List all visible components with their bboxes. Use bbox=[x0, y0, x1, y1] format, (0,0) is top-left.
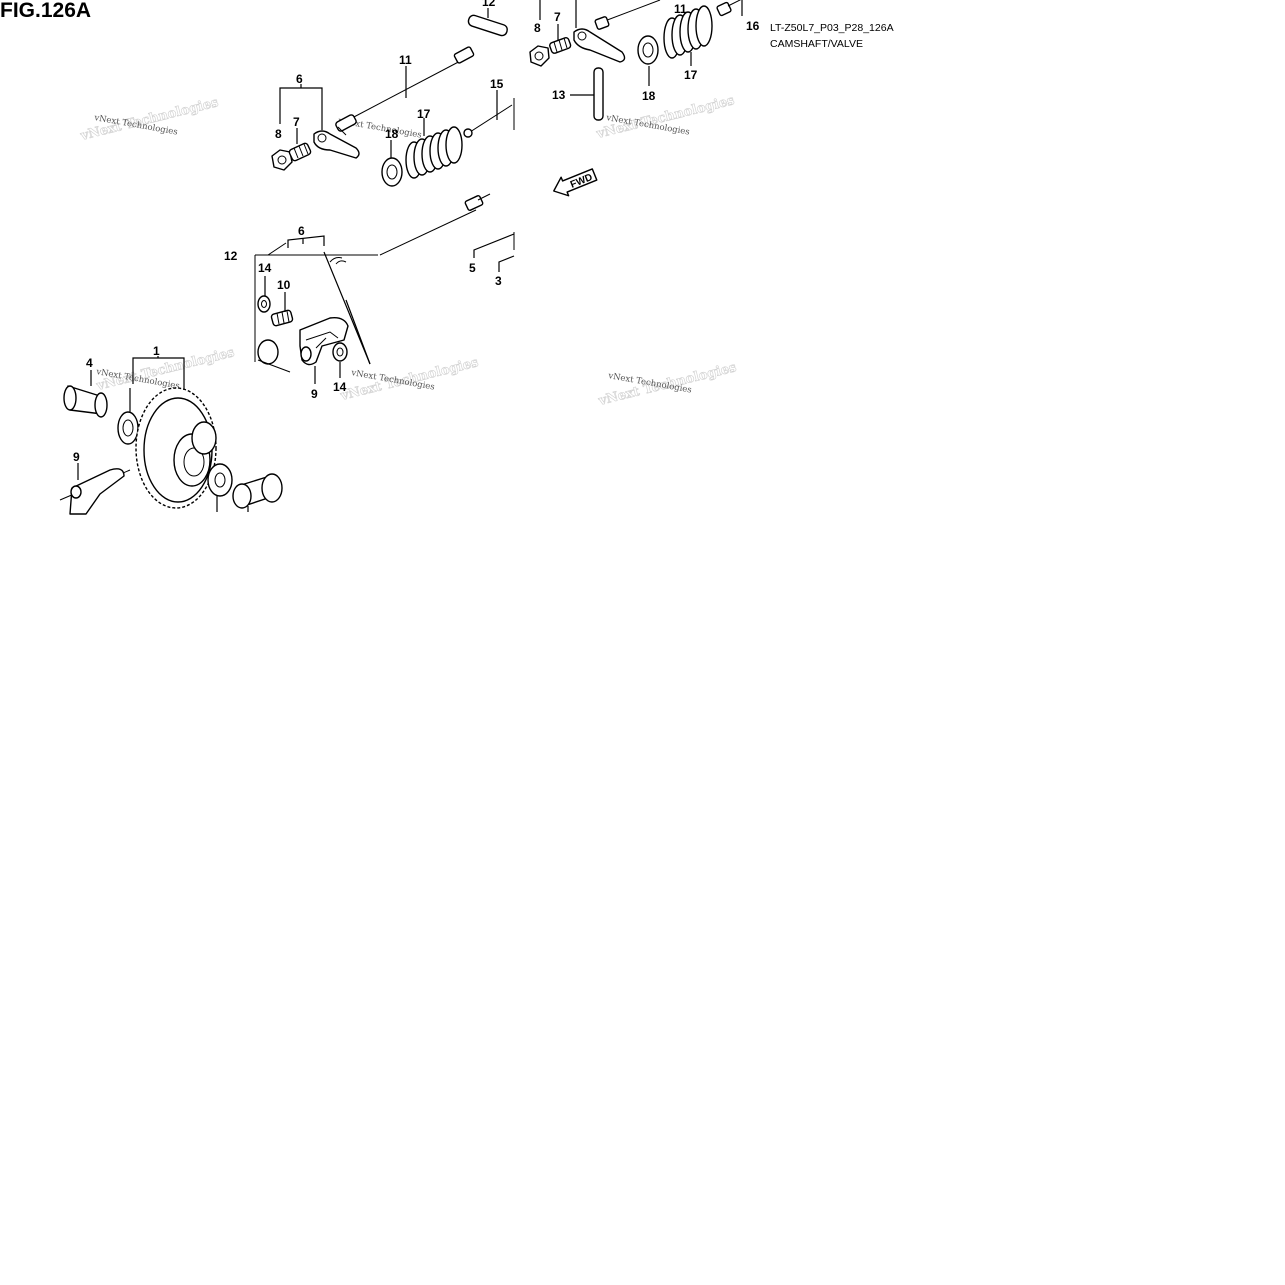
push-rod-part-11-top-right bbox=[594, 0, 661, 30]
leader-lines bbox=[77, 0, 743, 512]
figure-subtitle: CAMSHAFT/VALVE bbox=[770, 38, 863, 50]
adjuster-screw-part-7-left bbox=[288, 142, 312, 162]
callout-3: 3 bbox=[495, 274, 502, 288]
pin-part-13 bbox=[593, 67, 604, 121]
nut-part-8-right bbox=[529, 45, 550, 67]
rocker-arm-part-9-middle bbox=[299, 316, 349, 366]
rocker-arm-part-6-top-right bbox=[573, 28, 626, 63]
washer-part-14-upper bbox=[257, 295, 271, 313]
callout-12-top: 12 bbox=[482, 0, 496, 9]
rocker-arm-part-9-lower bbox=[69, 468, 125, 515]
cut-edge-marks bbox=[254, 98, 515, 362]
callout-8-left: 8 bbox=[275, 127, 282, 141]
callout-1: 1 bbox=[153, 344, 160, 358]
callout-14-lower: 14 bbox=[333, 380, 347, 394]
callout-4: 4 bbox=[86, 356, 93, 370]
callout-8-right: 8 bbox=[534, 21, 541, 35]
rocker-arm-part-6-upper bbox=[313, 130, 360, 159]
callout-16: 16 bbox=[746, 19, 760, 33]
retainer-part-18-left bbox=[381, 157, 403, 187]
valve-spring-part-17-right bbox=[663, 5, 713, 59]
callout-6-upper: 6 bbox=[296, 72, 303, 86]
callout-6-lower: 6 bbox=[298, 224, 305, 238]
adjuster-screw-part-7-right bbox=[549, 37, 572, 54]
tappet-part-lower bbox=[232, 473, 283, 509]
callout-15: 15 bbox=[490, 77, 504, 91]
nut-part-8-left bbox=[271, 149, 293, 171]
bushing-part-4 bbox=[63, 385, 108, 418]
callout-9-lower: 9 bbox=[73, 450, 80, 464]
callout-17-right: 17 bbox=[684, 68, 698, 82]
washer-part-14-lower bbox=[332, 342, 348, 362]
callout-18-left: 18 bbox=[385, 127, 399, 141]
watermark-layer: vNext Technologies vNext Technologies vN… bbox=[78, 93, 738, 410]
callout-5: 5 bbox=[469, 261, 476, 275]
retainer-part-18-right bbox=[637, 35, 659, 65]
figure-code: LT-Z50L7_P03_P28_126A bbox=[770, 22, 894, 34]
washer-part-2 bbox=[117, 411, 139, 445]
fwd-label: FWD bbox=[569, 172, 594, 191]
valve-spring-part-17-left bbox=[405, 126, 463, 179]
push-rod-part-11 bbox=[335, 46, 475, 136]
callout-12-lower: 12 bbox=[224, 249, 238, 263]
valve-rod-part-15 bbox=[463, 104, 513, 138]
callout-13: 13 bbox=[552, 88, 566, 102]
callout-18-right: 18 bbox=[642, 89, 656, 103]
callout-14-upper: 14 bbox=[258, 261, 272, 275]
washer-part-lower bbox=[207, 463, 233, 497]
push-rod-middle bbox=[379, 193, 491, 256]
figure-title: FIG.126A bbox=[0, 0, 91, 22]
callout-7-right: 7 bbox=[554, 10, 561, 24]
callout-11-right: 11 bbox=[674, 2, 687, 16]
callout-17-left: 17 bbox=[417, 107, 431, 121]
callout-11-left: 11 bbox=[399, 53, 412, 67]
camshaft-gear-part-1 bbox=[59, 387, 217, 509]
valve-rod-part-16 bbox=[716, 0, 742, 17]
callout-labels: 12 8 7 11 16 17 18 13 11 15 17 18 6 8 7 … bbox=[73, 0, 760, 464]
pin-part-12 bbox=[467, 14, 508, 37]
callout-9-middle: 9 bbox=[311, 387, 318, 401]
spring-part-10 bbox=[270, 309, 294, 327]
shaft-end-middle bbox=[257, 339, 291, 373]
callout-10: 10 bbox=[277, 278, 291, 292]
callout-7-left: 7 bbox=[293, 115, 300, 129]
fwd-arrow-icon: FWD bbox=[553, 168, 598, 197]
